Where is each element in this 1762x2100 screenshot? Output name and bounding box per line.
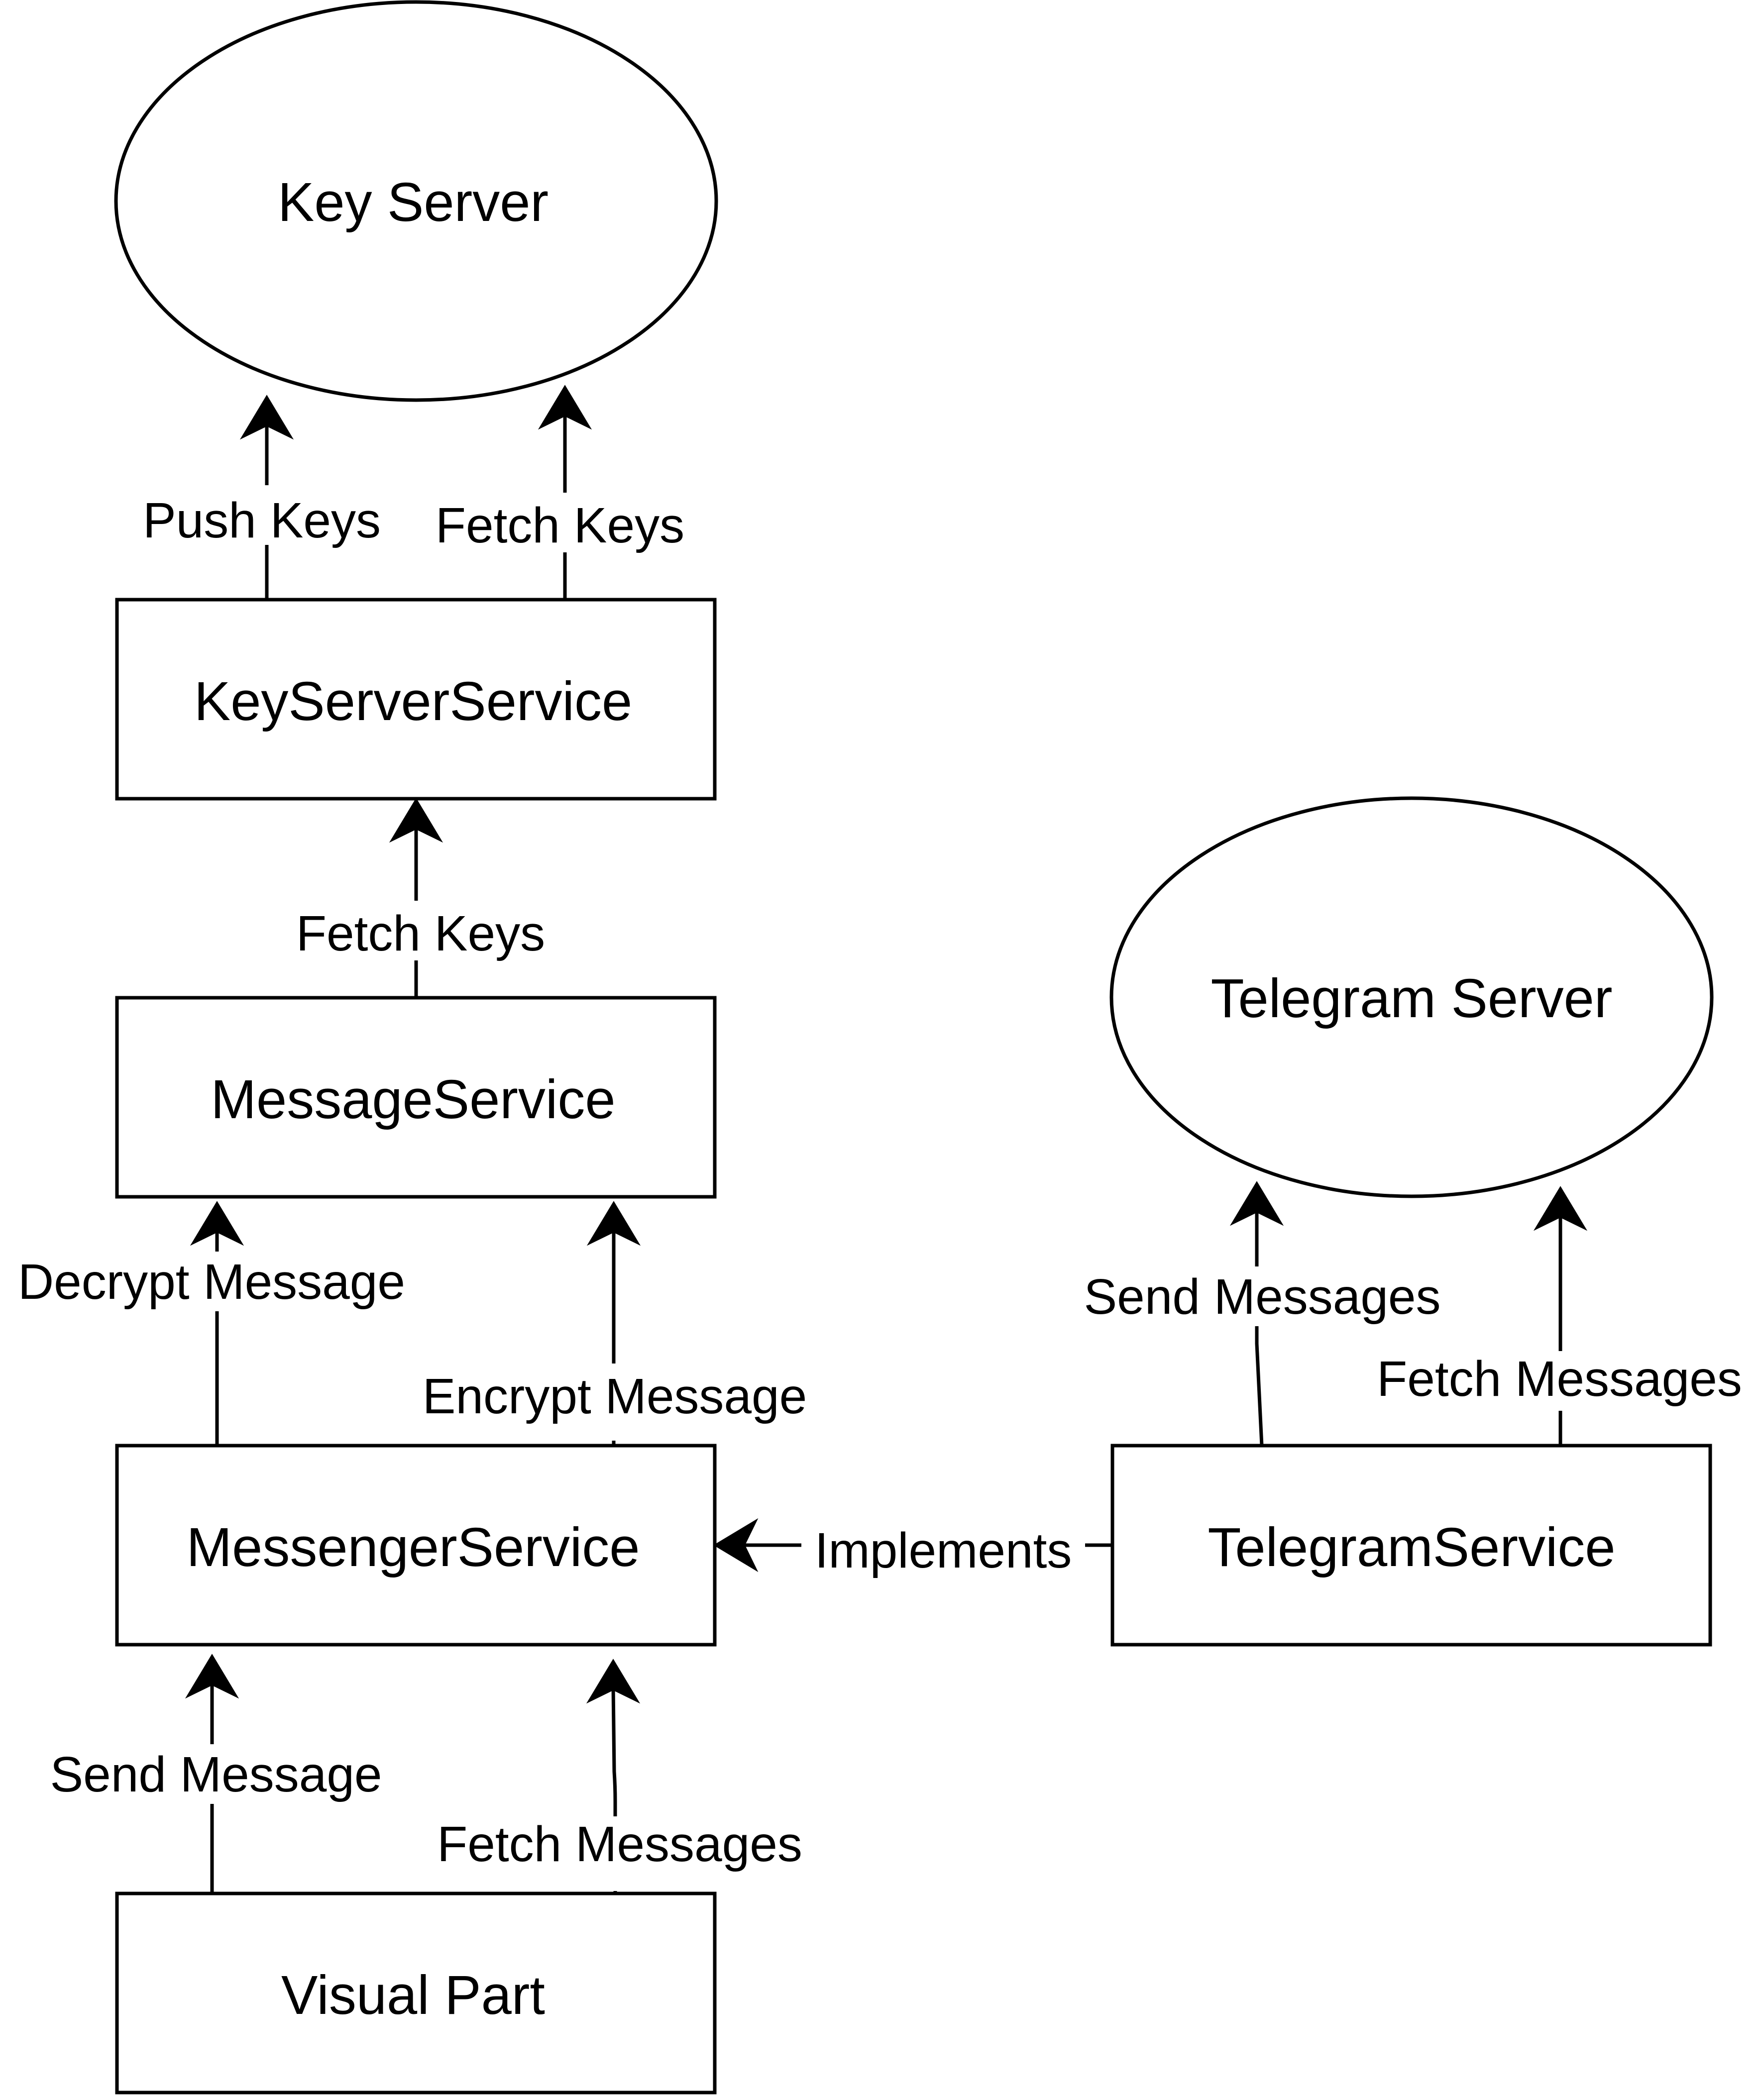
- implements-arrow-icon: [713, 1518, 759, 1573]
- encrypt-message-label: Encrypt Message: [423, 1368, 807, 1424]
- encrypt-message-arrow-icon: [586, 1201, 641, 1246]
- edge-decrypt-message[interactable]: Decrypt Message: [0, 1201, 426, 1446]
- send-messages-line: [1255, 1209, 1264, 1446]
- messenger-service-box: [115, 1444, 717, 1647]
- fetch-messages-left-line: [611, 1686, 617, 1893]
- telegram-service-box: [1110, 1444, 1712, 1647]
- node-key-server-service[interactable]: KeyServerService: [115, 598, 717, 801]
- send-message-arrow-icon: [185, 1654, 239, 1699]
- edge-fetch-keys-mid[interactable]: Fetch Keys: [281, 798, 560, 998]
- visual-part-label: Visual Part: [281, 1965, 545, 2026]
- implements-label: Implements: [815, 1523, 1072, 1578]
- node-messenger-service[interactable]: MessengerService: [115, 1444, 717, 1647]
- fetch-keys-top-arrow-icon: [538, 385, 592, 430]
- decrypt-message-label: Decrypt Message: [18, 1254, 405, 1310]
- push-keys-label: Push Keys: [143, 493, 381, 548]
- edge-fetch-messages-left[interactable]: Fetch Messages: [418, 1659, 821, 1893]
- edge-send-messages[interactable]: Send Messages: [1063, 1181, 1461, 1446]
- fetch-messages-right-label: Fetch Messages: [1377, 1351, 1742, 1407]
- push-keys-arrow-icon: [239, 395, 294, 440]
- fetch-messages-right-arrow-icon: [1533, 1186, 1588, 1231]
- messenger-service-label: MessengerService: [187, 1517, 640, 1578]
- fetch-keys-mid-arrow-icon: [389, 798, 443, 843]
- message-service-label: MessageService: [211, 1069, 615, 1130]
- node-message-service[interactable]: MessageService: [115, 996, 717, 1199]
- visual-part-box: [115, 1891, 717, 2095]
- telegram-server-label: Telegram Server: [1211, 968, 1613, 1029]
- node-visual-part[interactable]: Visual Part: [115, 1891, 717, 2095]
- key-server-label: Key Server: [278, 172, 549, 233]
- fetch-messages-left-arrow-icon: [586, 1659, 641, 1704]
- edge-implements[interactable]: Implements: [713, 1515, 1112, 1580]
- telegram-server-ellipse: [1109, 796, 1714, 1198]
- telegram-service-label: TelegramService: [1208, 1517, 1615, 1578]
- send-messages-label: Send Messages: [1084, 1269, 1440, 1325]
- edge-send-message[interactable]: Send Message: [31, 1654, 402, 1893]
- fetch-messages-left-label: Fetch Messages: [437, 1816, 802, 1872]
- edge-push-keys[interactable]: Push Keys: [130, 395, 393, 600]
- key-server-ellipse: [114, 0, 718, 402]
- node-telegram-server[interactable]: Telegram Server: [1109, 796, 1714, 1198]
- node-key-server[interactable]: Key Server: [114, 0, 718, 402]
- fetch-keys-top-label: Fetch Keys: [436, 498, 684, 553]
- key-server-service-box: [115, 598, 717, 801]
- decrypt-message-arrow-icon: [190, 1201, 244, 1246]
- send-messages-arrow-icon: [1229, 1181, 1284, 1226]
- node-telegram-service[interactable]: TelegramService: [1110, 1444, 1712, 1647]
- fetch-keys-mid-label: Fetch Keys: [296, 906, 545, 961]
- edge-fetch-keys-top[interactable]: Fetch Keys: [423, 385, 702, 600]
- key-server-service-label: KeyServerService: [194, 671, 632, 732]
- edge-encrypt-message[interactable]: Encrypt Message: [401, 1201, 829, 1446]
- edge-fetch-messages-right[interactable]: Fetch Messages: [1359, 1186, 1762, 1446]
- send-message-label: Send Message: [50, 1747, 382, 1802]
